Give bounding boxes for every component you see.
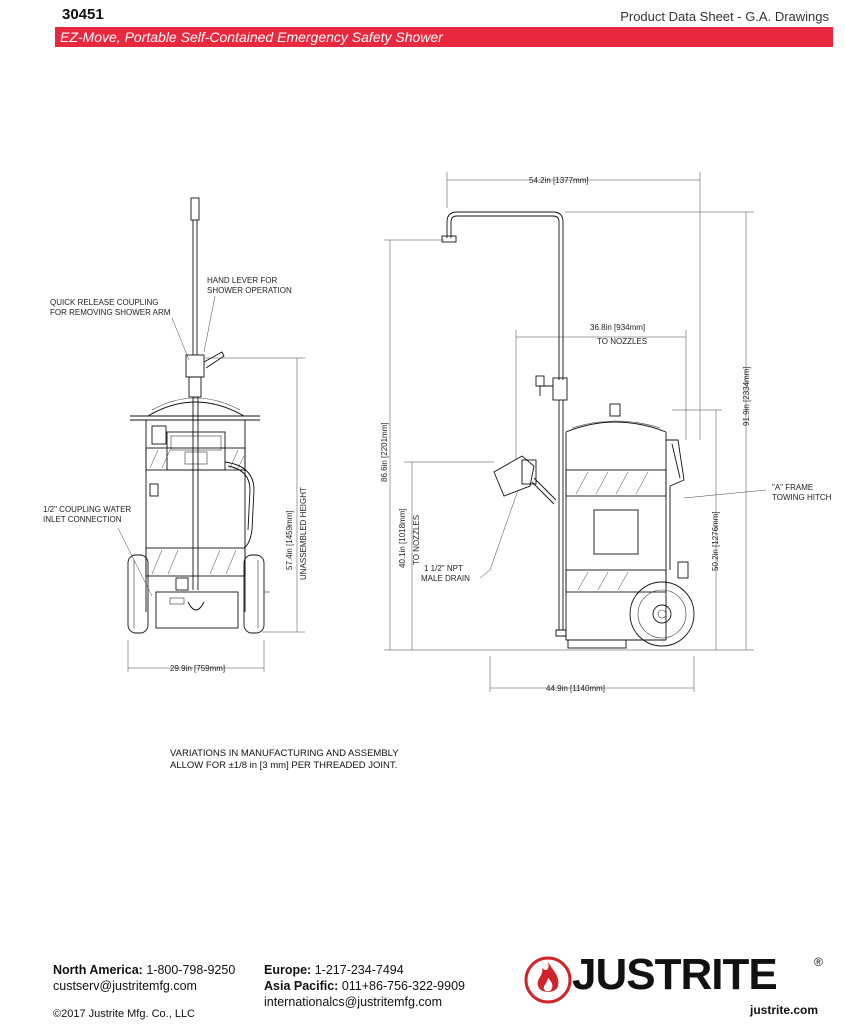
label-hand-lever-1: HAND LEVER FOR (207, 276, 277, 285)
ga-drawing: HAND LEVER FOR SHOWER OPERATION QUICK RE… (43, 172, 832, 693)
dim-side-nozzle-width-note: TO NOZZLES (597, 337, 647, 346)
contact-north-america: North America: 1-800-798-9250 custserv@j… (53, 962, 235, 994)
dim-side-tank-height: 50.2in [1276mm] (711, 511, 720, 571)
document-title: EZ-Move, Portable Self-Contained Emergen… (60, 29, 443, 45)
na-email[interactable]: custserv@justritemfg.com (53, 979, 197, 993)
side-view-drawing (384, 172, 767, 692)
label-drain-1: 1 1/2" NPT (424, 564, 463, 573)
part-number: 30451 (62, 6, 104, 23)
eu-label: Europe: (264, 963, 312, 977)
dim-front-height-note: UNASSEMBLED HEIGHT (299, 487, 308, 580)
label-coupling-1: 1/2" COUPLING WATER (43, 505, 131, 514)
dim-side-left-height: 86.6in [2201mm] (380, 422, 389, 482)
label-coupling-2: INLET CONNECTION (43, 515, 122, 524)
flame-logo-icon (524, 956, 572, 1004)
intl-email[interactable]: internationalcs@justritemfg.com (264, 995, 443, 1009)
registered-mark: ® (814, 955, 823, 969)
dim-side-base-width: 44.9in [1140mm] (546, 684, 605, 693)
label-hitch-2: TOWING HITCH (772, 493, 832, 502)
contact-international: Europe: 1-217-234-7494 Asia Pacific: 011… (264, 962, 465, 1010)
dim-side-nozzle-height: 40.1in [1018mm] (398, 508, 407, 568)
dim-front-width: 29.9in [759mm] (170, 664, 225, 673)
dim-side-nozzle-width: 36.8in [934mm] (590, 323, 645, 332)
label-quick-release-2: FOR REMOVING SHOWER ARM (50, 308, 171, 317)
na-phone[interactable]: 1-800-798-9250 (146, 963, 236, 977)
brand-wordmark: JUSTRITE (572, 950, 778, 999)
na-label: North America: (53, 963, 143, 977)
sheet-type: Product Data Sheet - G.A. Drawings (620, 9, 829, 24)
front-view-drawing (117, 197, 305, 672)
dim-side-total-height: 91.9in [2334mm] (742, 366, 751, 426)
label-drain-2: MALE DRAIN (421, 574, 470, 583)
ap-label: Asia Pacific: (264, 979, 339, 993)
website-url[interactable]: justrite.com (750, 1003, 819, 1017)
ap-phone[interactable]: 011+86-756-322-9909 (341, 979, 465, 993)
eu-phone[interactable]: 1-217-234-7494 (314, 963, 404, 977)
label-quick-release-1: QUICK RELEASE COUPLING (50, 298, 158, 307)
dim-side-nozzle-height-note: TO NOZZLES (412, 515, 421, 565)
title-bar (55, 27, 833, 47)
copyright: ©2017 Justrite Mfg. Co., LLC (53, 1008, 196, 1020)
tolerance-note: VARIATIONS IN MANUFACTURING AND ASSEMBLY… (170, 748, 470, 772)
tolerance-note-line-1: VARIATIONS IN MANUFACTURING AND ASSEMBLY (170, 748, 399, 759)
dim-side-overall-width: 54.2in [1377mm] (529, 176, 589, 185)
tolerance-note-line-2: ALLOW FOR ±1/8 in [3 mm] PER THREADED JO… (170, 760, 398, 771)
label-hitch-1: "A" FRAME (772, 483, 813, 492)
label-hand-lever-2: SHOWER OPERATION (207, 286, 292, 295)
dim-front-height: 57.4in [1459mm] (285, 510, 294, 570)
